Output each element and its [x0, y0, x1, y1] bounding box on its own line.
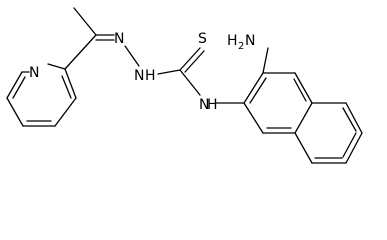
bond [184, 50, 205, 73]
pyridine-ring-bonds [6, 63, 77, 127]
bond [249, 77, 267, 104]
atom-label-n-amide: N [199, 97, 209, 113]
bond [64, 34, 97, 70]
bond [12, 76, 26, 99]
bond [243, 72, 264, 104]
bond [64, 68, 77, 99]
atom-label-n-hydrazone: N [114, 31, 124, 47]
atom-label-h2n-subscript: 2 [238, 41, 244, 52]
bond [243, 102, 264, 134]
bond [262, 47, 269, 74]
atom-label-h-amide: H [207, 97, 218, 113]
bond [293, 78, 307, 102]
bond [54, 97, 77, 127]
bond [294, 72, 313, 104]
atom-label-s-thione: S [198, 31, 207, 47]
bond [342, 107, 357, 132]
atom-label-h2n-n: N [245, 33, 255, 49]
bond [73, 7, 97, 36]
chemical-structure-diagram: N N H S N H N H 2 N [6, 7, 363, 164]
atom-label-n-pyridine: N [29, 65, 39, 81]
atom-label-nh-hydrazine-n: N [134, 68, 144, 84]
hydrazone-linker-bonds [64, 7, 245, 104]
bond [61, 75, 72, 99]
bond [345, 132, 363, 164]
atom-label-nh-hydrazine-h: H [145, 68, 156, 84]
bond [179, 69, 201, 96]
bond [6, 71, 23, 99]
bond [345, 102, 363, 134]
naphthalene-ring-bonds [243, 47, 363, 164]
atom-labels: N N H S N H N H 2 N [29, 31, 255, 113]
bond [47, 63, 66, 70]
bond [342, 132, 357, 158]
bond [6, 97, 24, 127]
bond [157, 69, 181, 75]
bond [124, 45, 140, 67]
bond [294, 102, 313, 134]
bond [179, 47, 201, 71]
bond [294, 132, 313, 164]
atom-label-h2n-h: H [227, 33, 238, 49]
